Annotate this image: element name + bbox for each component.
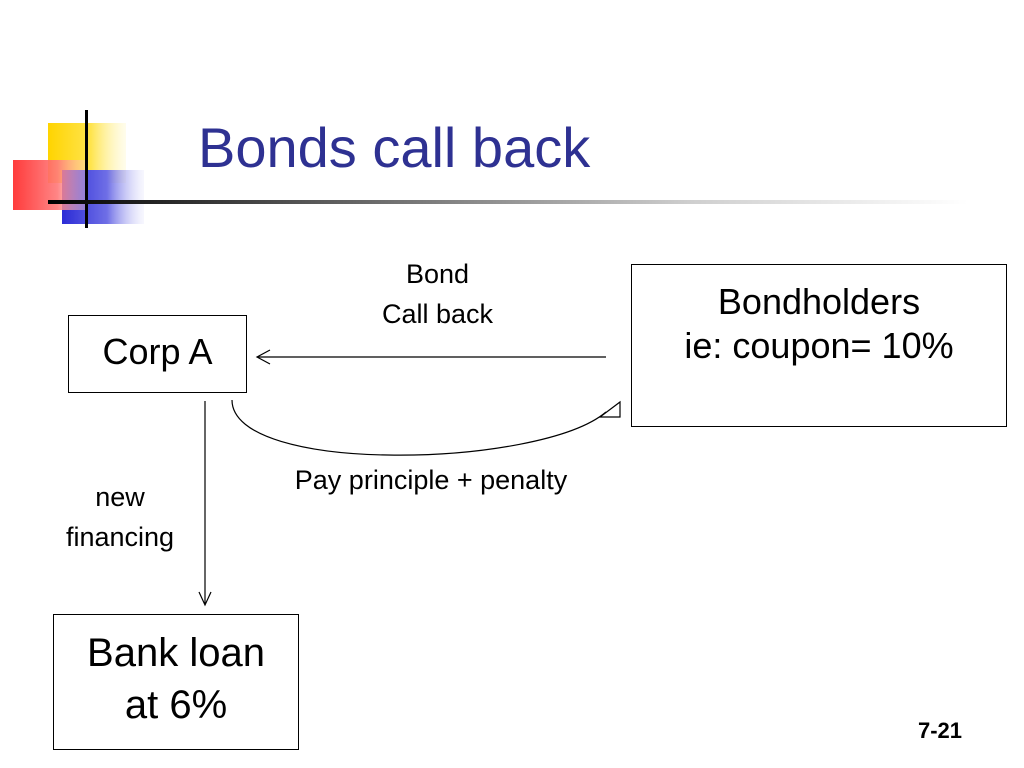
- bondholders-label: Bondholders: [717, 281, 921, 322]
- title-decoration: [13, 110, 144, 228]
- bondholders-box: Bondholders ie: coupon= 10%: [631, 264, 1007, 427]
- bank-loan-box: Bank loan at 6%: [53, 614, 299, 750]
- call-back-label-line-1: Bond: [405, 259, 470, 289]
- slide-title: Bonds call back: [198, 116, 591, 179]
- call-back-label: Bond Call back: [350, 254, 525, 334]
- payment-arrow: [231, 399, 621, 456]
- page-number: 7-21: [917, 718, 963, 743]
- bank-loan-label: Bank loan: [87, 631, 265, 675]
- bank-rate-label: at 6%: [124, 683, 228, 727]
- title-underline: [48, 200, 968, 204]
- new-financing-label-line-1: new: [95, 482, 145, 512]
- corp-a-box: Corp A: [68, 315, 247, 393]
- vertical-rule: [85, 110, 88, 228]
- new-financing-arrow: [198, 401, 212, 607]
- corp-a-label: Corp A: [102, 331, 213, 372]
- call-back-label-line-2: Call back: [381, 299, 494, 329]
- coupon-label: ie: coupon= 10%: [684, 325, 954, 366]
- new-financing-label: new financing: [40, 477, 200, 557]
- call-back-arrow: [255, 349, 606, 365]
- pay-principle-label: Pay principle + penalty: [294, 465, 568, 495]
- new-financing-label-line-2: financing: [65, 522, 175, 552]
